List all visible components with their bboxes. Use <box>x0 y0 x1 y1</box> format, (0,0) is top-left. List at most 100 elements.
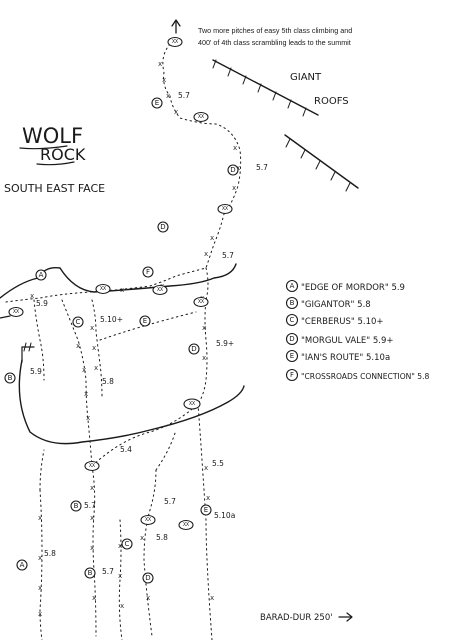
svg-text:x: x <box>38 514 42 522</box>
route-marker-a-top: A <box>35 269 47 281</box>
route-marker-d-middle: D <box>157 221 169 233</box>
svg-text:XX: XX <box>222 206 228 212</box>
grade-labels: 5.7 5.7 5.7 5.9 5.10+ 5.9+ 5.9 5.8 5.4 5… <box>30 91 268 576</box>
summit-arrow <box>171 19 181 34</box>
route-marker-d-upper: D <box>227 164 239 176</box>
svg-text:XX: XX <box>13 309 19 315</box>
svg-text:C: C <box>290 316 295 324</box>
route-marker-e-upper: E <box>151 97 163 109</box>
giant-roofs-lines <box>212 59 359 192</box>
svg-text:B: B <box>74 502 79 510</box>
title-line1: WOLF <box>22 124 83 148</box>
svg-text:XX: XX <box>145 517 151 523</box>
grade-label: 5.7 <box>102 567 114 576</box>
title-line3: SOUTH EAST FACE <box>4 182 105 195</box>
svg-text:x: x <box>86 414 90 422</box>
svg-text:XX: XX <box>198 114 204 120</box>
svg-text:F: F <box>146 268 150 276</box>
legend-item-e: E "IAN'S ROUTE" 5.10a <box>285 349 390 363</box>
top-note-line2: 400' of 4th class scrambling leads to th… <box>198 38 351 47</box>
barad-dur-direction: BARAD-DUR 250' <box>260 612 353 623</box>
legend-text-a: "EDGE OF MORDOR" 5.9 <box>301 283 405 293</box>
route-marker-c-top: C <box>72 316 84 328</box>
grade-label: 5.9 <box>36 299 48 308</box>
svg-text:A: A <box>290 282 295 290</box>
svg-text:x: x <box>146 594 150 602</box>
legend-text-f: "CROSSROADS CONNECTION" 5.8 <box>301 372 430 381</box>
svg-text:x: x <box>232 184 236 192</box>
svg-text:D: D <box>160 223 165 231</box>
svg-text:x: x <box>38 610 42 618</box>
route-legend: A "EDGE OF MORDOR" 5.9 B "GIGANTOR" 5.8 … <box>285 279 430 382</box>
route-markers: E D D A C E D F B B E C D A B <box>4 97 239 584</box>
route-marker-b-bottom: B <box>84 567 96 579</box>
roofs-label-line1: GIANT <box>290 72 322 83</box>
anchor-bolt: XX <box>95 283 111 295</box>
grade-label: 5.9+ <box>216 339 234 348</box>
svg-text:C: C <box>125 540 130 548</box>
svg-text:E: E <box>204 506 208 514</box>
svg-text:B: B <box>290 299 295 307</box>
svg-text:XX: XX <box>183 522 189 528</box>
svg-text:XX: XX <box>100 286 106 292</box>
grade-label: 5.8 <box>102 377 114 386</box>
svg-text:A: A <box>20 561 25 569</box>
anchor-bolt: XX <box>8 306 24 318</box>
anchor-bolt: XX <box>152 284 168 296</box>
svg-text:D: D <box>145 574 150 582</box>
svg-text:x: x <box>92 594 96 602</box>
svg-text:XX: XX <box>172 39 178 45</box>
legend-text-e: "IAN'S ROUTE" 5.10a <box>301 353 390 363</box>
anchor-bolt: XX <box>178 519 194 531</box>
anchor-bolt: XX <box>84 460 100 472</box>
svg-text:x: x <box>120 286 124 294</box>
anchor-bolt: XX <box>183 398 201 410</box>
grade-label: 5.7 <box>178 91 190 100</box>
svg-text:x: x <box>90 484 94 492</box>
grade-label: 5.9 <box>30 367 42 376</box>
svg-text:x: x <box>38 554 42 562</box>
grade-label: 5.7 <box>84 501 96 510</box>
grade-label: 5.5 <box>212 459 224 468</box>
route-marker-a-bottom: A <box>16 559 28 571</box>
grade-label: 5.8 <box>44 549 56 558</box>
legend-text-b: "GIGANTOR" 5.8 <box>301 300 371 310</box>
svg-text:D: D <box>191 345 196 353</box>
svg-text:C: C <box>76 318 81 326</box>
svg-text:D: D <box>289 335 294 343</box>
svg-text:XX: XX <box>89 463 95 469</box>
svg-text:x: x <box>90 324 94 332</box>
svg-text:x: x <box>120 602 124 610</box>
route-marker-d-bottom: D <box>142 572 154 584</box>
svg-text:x: x <box>158 60 162 68</box>
svg-text:x: x <box>90 544 94 552</box>
svg-text:x: x <box>233 144 237 152</box>
grade-label: 5.7 <box>256 163 268 172</box>
svg-text:x: x <box>210 234 214 242</box>
title-block: WOLF ROCK SOUTH EAST FACE <box>4 124 105 195</box>
legend-item-a: A "EDGE OF MORDOR" 5.9 <box>285 279 405 293</box>
anchor-bolt: XX <box>217 203 233 215</box>
svg-text:x: x <box>90 514 94 522</box>
svg-text:E: E <box>143 317 147 325</box>
svg-text:x: x <box>94 364 98 372</box>
svg-text:XX: XX <box>189 401 195 407</box>
svg-text:F: F <box>290 371 294 379</box>
svg-text:x: x <box>166 92 170 100</box>
route-marker-d-lower: D <box>188 343 200 355</box>
svg-text:XX: XX <box>157 287 163 293</box>
svg-text:E: E <box>290 352 294 360</box>
route-marker-f: F <box>142 266 154 278</box>
svg-text:x: x <box>204 464 208 472</box>
svg-text:x: x <box>82 366 86 374</box>
route-marker-b-left: B <box>4 372 16 384</box>
svg-text:x: x <box>118 542 122 550</box>
svg-text:x: x <box>204 250 208 258</box>
grade-label: 5.10+ <box>100 315 123 324</box>
top-note-line1: Two more pitches of easy 5th class climb… <box>198 26 352 35</box>
svg-text:x: x <box>84 390 88 398</box>
legend-item-c: C "CERBERUS" 5.10+ <box>285 313 384 327</box>
grade-label: 5.4 <box>120 445 132 454</box>
route-marker-c-lower: C <box>121 538 133 550</box>
title-line2: ROCK <box>40 145 86 164</box>
